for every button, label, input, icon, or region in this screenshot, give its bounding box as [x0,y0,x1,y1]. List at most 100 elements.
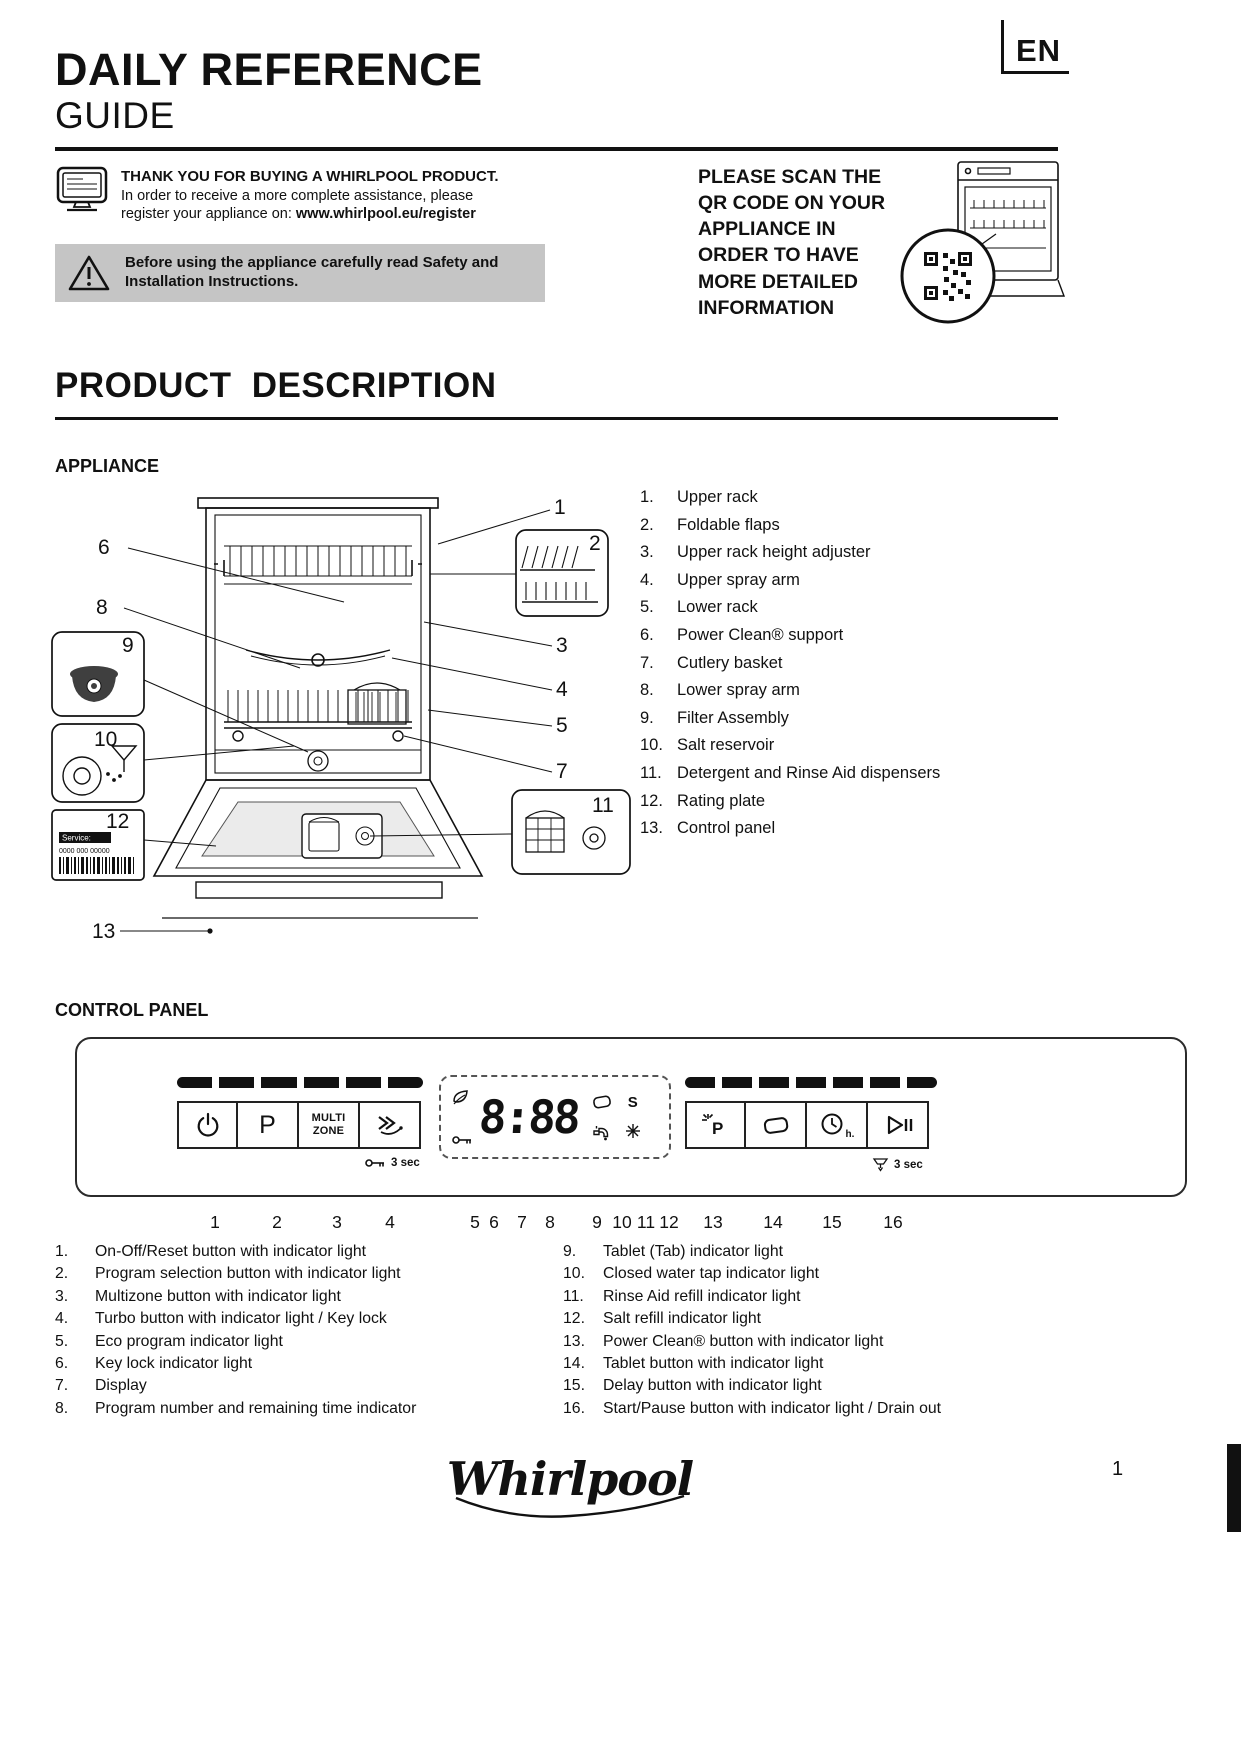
eco-leaf-icon [453,1090,468,1105]
salt-detail-box [51,723,145,803]
cp-callout-4: 4 [385,1212,395,1232]
list-item: 4.Upper spray arm [640,570,800,589]
open-door [152,779,484,877]
cp-callout-13: 13 [703,1212,723,1232]
key-icon [365,1159,384,1167]
register-text: THANK YOU FOR BUYING A WHIRLPOOL PRODUCT… [121,164,499,224]
thank-you-line2: register your appliance on: www.whirlpoo… [121,205,499,224]
drain-hold-label: 3 sec [872,1157,923,1172]
delay-clock-icon [821,1113,843,1135]
lower-rack [224,690,412,742]
appliance-callout-13: 13 [92,920,115,943]
tablet-indicator-icon [592,1095,611,1109]
display-illustration: 8:88 S [439,1075,671,1159]
turbo-icon [377,1116,403,1135]
tablet-button-icon [763,1117,788,1134]
cp-callout-3: 3 [332,1212,342,1232]
control-panel-legend-right: 9.Tablet (Tab) indicator light 10.Closed… [563,1243,1068,1422]
page-edge-bar [1227,1444,1241,1532]
cp-callout-7: 7 [517,1212,527,1232]
salt-reservoir-drawing [62,745,138,796]
cp-callout-1: 1 [210,1212,220,1232]
display-left-indicators [451,1088,473,1146]
drain-icon [872,1158,889,1172]
control-panel-legend-left: 1.On-Off/Reset button with indicator lig… [55,1243,560,1422]
product-description-heading: PRODUCT DESCRIPTION [55,366,497,405]
qr-code [924,252,972,301]
keylock-indicator-icon [452,1136,471,1144]
whirlpool-logo: Whirlpool [440,1452,700,1520]
indicator-strip-right [685,1077,937,1088]
control-panel-callouts: 1 2 3 4 5 6 7 8 9 10 11 12 13 14 15 16 [0,1212,1241,1238]
appliance-parts-list: 1.Upper rack 2.Foldable flaps 3.Upper ra… [640,488,1060,847]
appliance-callout-numbers: 1 2 3 4 5 6 7 8 9 10 11 12 13 [92,496,614,943]
logo-swoosh [455,1494,685,1518]
control-panel-illustration: P MULTI ZONE [75,1037,1187,1197]
appliance-callout-7: 7 [556,760,568,783]
appliance-callout-6: 6 [98,536,110,559]
intro-section: THANK YOU FOR BUYING A WHIRLPOOL PRODUCT… [55,164,595,303]
upper-rack [214,545,422,585]
indicator-strip-left [177,1077,424,1088]
appliance-callout-11: 11 [592,794,614,817]
barcode [59,857,134,874]
left-button-group: P MULTI ZONE [177,1101,421,1149]
list-item: 10.Salt reservoir [640,736,775,755]
watertap-indicator-icon [593,1126,608,1141]
list-item: 7.Cutlery basket [640,653,783,672]
list-item: 3.Upper rack height adjuster [640,543,871,562]
cp-callout-15: 15 [822,1212,842,1232]
warning-text: Before using the appliance carefully rea… [125,254,499,291]
appliance-diagram: Service: 0000 000 00000 [50,484,640,959]
delay-hour-label: h. [845,1129,855,1140]
appliance-diagram-svg: Service: 0000 000 00000 [51,496,631,943]
qr-instruction-text: PLEASE SCAN THE QR CODE ON YOUR APPLIANC… [698,166,886,319]
legend-item: 11.Rinse Aid refill indicator light [563,1287,801,1305]
list-item: 5.Lower rack [640,598,758,617]
appliance-callout-4: 4 [556,678,568,701]
svg-text:P: P [712,1119,723,1138]
appliance-callout-10: 10 [94,728,117,751]
cutlery-basket [347,682,407,725]
list-item: 8.Lower spray arm [640,681,800,700]
legend-item: 8.Program number and remaining time indi… [55,1399,417,1417]
power-icon [197,1112,218,1137]
appliance-callout-3: 3 [556,634,568,657]
page-number: 1 [1112,1458,1124,1480]
program-letter: P [259,1110,276,1139]
list-item: 2.Foldable flaps [640,515,780,534]
legend-item: 14.Tablet button with indicator light [563,1354,824,1372]
list-item: 12.Rating plate [640,791,766,810]
legend-item: 10.Closed water tap indicator light [563,1265,820,1283]
kick-plate [195,881,443,899]
cp-callout-9: 9 [592,1212,602,1232]
startpause-button-illustration [868,1101,929,1149]
appliance-callout-12: 12 [106,810,129,833]
register-prefix: register your appliance on: [121,206,296,223]
right-button-group: P h. [685,1101,929,1149]
legend-item: 6.Key lock indicator light [55,1354,253,1372]
cp-callout-10: 10 [612,1212,632,1232]
title-rule [55,147,1058,151]
display-digits: 8:88 [477,1090,580,1144]
legend-item: 7.Display [55,1377,147,1395]
multizone-label: MULTI ZONE [311,1112,346,1137]
cp-callout-6: 6 [489,1212,499,1232]
flaps-detail-box [515,529,609,617]
cp-callout-14: 14 [763,1212,783,1232]
power-button-illustration [177,1101,238,1149]
filter [307,750,329,772]
appliance-heading: APPLIANCE [55,456,160,476]
list-item: 9.Filter Assembly [640,708,789,727]
cp-callout-11: 11 [636,1212,656,1232]
qr-code-illustration [898,156,1068,343]
register-url-link[interactable]: www.whirlpool.eu/register [295,206,476,223]
legend-item: 12.Salt refill indicator light [563,1310,762,1328]
appliance-callout-9: 9 [122,634,134,657]
product-description-rule [55,417,1058,420]
legend-item: 16.Start/Pause button with indicator lig… [563,1399,942,1417]
display-right-indicators: S [590,1093,642,1141]
powerclean-icon: P [701,1113,723,1138]
magnifier-link-line [981,233,997,245]
dispenser-drawing [525,810,606,853]
